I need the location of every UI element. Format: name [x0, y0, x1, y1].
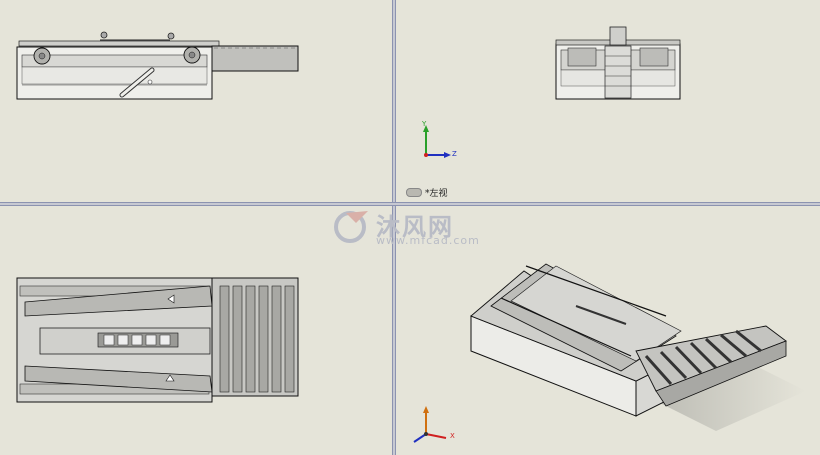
left-view-drawing	[555, 26, 681, 100]
view-name-label: *左视	[406, 186, 448, 199]
x-axis-label: X	[450, 432, 455, 440]
front-view-drawing	[16, 31, 299, 100]
axis-triad	[423, 125, 451, 158]
left-viewport[interactable]: Y Z	[396, 0, 820, 202]
isometric-view-drawing	[470, 263, 806, 431]
vertical-viewport-splitter[interactable]	[392, 0, 396, 455]
top-viewport[interactable]	[0, 206, 392, 455]
horizontal-viewport-splitter[interactable]	[0, 202, 820, 206]
iso-axis-triad	[413, 406, 447, 443]
z-axis-label: Z	[452, 150, 457, 158]
y-axis-label: Y	[422, 120, 427, 128]
top-view-drawing	[16, 277, 299, 403]
view-name-text: *左视	[425, 189, 448, 199]
isometric-viewport[interactable]: X	[396, 206, 820, 455]
view-orientation-icon	[406, 188, 422, 197]
front-viewport[interactable]	[0, 0, 392, 202]
